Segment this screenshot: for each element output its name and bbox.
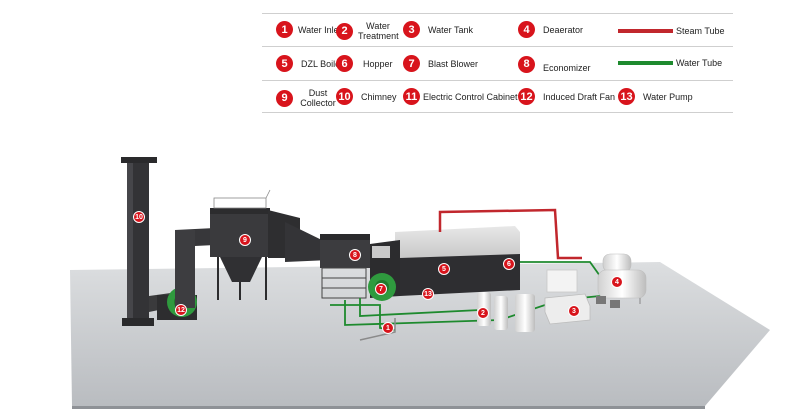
legend-divider: [262, 112, 733, 113]
legend-label: Blast Blower: [428, 58, 479, 69]
legend-label: Water Treatment: [358, 21, 399, 41]
number-badge: 5: [276, 55, 293, 72]
water-inlet-pipe: [359, 318, 396, 341]
number-badge: 3: [403, 21, 420, 38]
water-tube-label: Water Tube: [676, 58, 723, 68]
legend-divider: [262, 46, 733, 47]
marker-chimney: 10: [133, 211, 145, 223]
marker-economizer: 8: [349, 249, 361, 261]
water-pumps: [596, 296, 620, 308]
chimney: [121, 157, 157, 326]
legend-label: DZL Boiler: [301, 58, 344, 69]
water-tube-swatch: [618, 61, 673, 65]
legend-item-water-tank: 3 Water Tank: [403, 21, 473, 38]
legend-item-water-inlet: 1 Water Inlet: [276, 21, 341, 38]
legend-item-electric-control-cabinet: 11 Electric Control Cabinet: [403, 88, 518, 105]
floor: [70, 262, 770, 406]
marker-dzl-boiler: 5: [438, 263, 450, 275]
number-badge: 4: [518, 21, 535, 38]
number-badge: 1: [276, 21, 293, 38]
water-tank: [544, 269, 591, 325]
legend-item-chimney: 10 Chimney: [336, 88, 397, 105]
marker-deaerator: 4: [611, 276, 623, 288]
legend-item-water-treatment: 2 Water Treatment: [336, 21, 399, 41]
legend-item-dust-collector: 9 Dust Collector: [276, 88, 338, 108]
flue-duct-vertical: [175, 230, 195, 308]
number-badge: 2: [336, 22, 353, 40]
number-badge: 11: [403, 88, 420, 105]
steam-tube-label: Steam Tube: [676, 26, 725, 36]
legend-label: Electric Control Cabinet: [423, 91, 518, 102]
steam-tube-swatch: [618, 29, 673, 33]
legend-item-dzl-boiler: 5 DZL Boiler: [276, 55, 343, 72]
legend-table: 1 Water Inlet 2 Water Treatment 3 Water …: [262, 13, 733, 113]
number-badge: 13: [618, 88, 635, 105]
marker-blast-blower: 7: [375, 283, 387, 295]
legend-item-economizer: 8 Economizer: [518, 55, 591, 73]
marker-water-pump: 13: [422, 288, 434, 300]
legend-item-deaerator: 4 Deaerator: [518, 21, 583, 38]
legend-label: Deaerator: [543, 24, 584, 35]
marker-induced-draft-fan: 12: [175, 304, 187, 316]
legend-divider: [262, 13, 733, 14]
legend-item-induced-draft-fan: 12 Induced Draft Fan: [518, 88, 615, 105]
marker-dust-collector: 9: [239, 234, 251, 246]
dzl-boiler: [370, 226, 520, 298]
legend-label: Water Pump: [643, 91, 693, 102]
number-badge: 10: [336, 88, 353, 105]
legend-label: Hopper: [363, 58, 393, 69]
economizer-duct: [285, 222, 330, 262]
legend-label: Water Tank: [428, 24, 474, 35]
number-badge: 12: [518, 88, 535, 105]
legend-label: Economizer: [543, 63, 591, 73]
legend-label: Water Inlet: [298, 24, 342, 35]
legend-item-water-pump: 13 Water Pump: [618, 88, 693, 105]
legend-item-blast-blower: 7 Blast Blower: [403, 55, 478, 72]
floor-edge: [72, 406, 705, 409]
economizer: [320, 234, 370, 299]
number-badge: 8: [518, 55, 535, 73]
legend-label: Chimney: [361, 91, 397, 102]
legend-label: Induced Draft Fan: [543, 91, 616, 102]
steam-tube: [438, 208, 582, 260]
marker-water-inlet: 1: [382, 322, 394, 334]
number-badge: 9: [276, 89, 293, 107]
marker-hopper: 6: [503, 258, 515, 270]
marker-water-treatment: 2: [477, 307, 489, 319]
legend-label: Dust Collector: [300, 88, 336, 108]
legend-divider: [262, 80, 733, 81]
number-badge: 6: [336, 55, 353, 72]
legend-item-hopper: 6 Hopper: [336, 55, 393, 72]
marker-water-tank: 3: [568, 305, 580, 317]
number-badge: 7: [403, 55, 420, 72]
